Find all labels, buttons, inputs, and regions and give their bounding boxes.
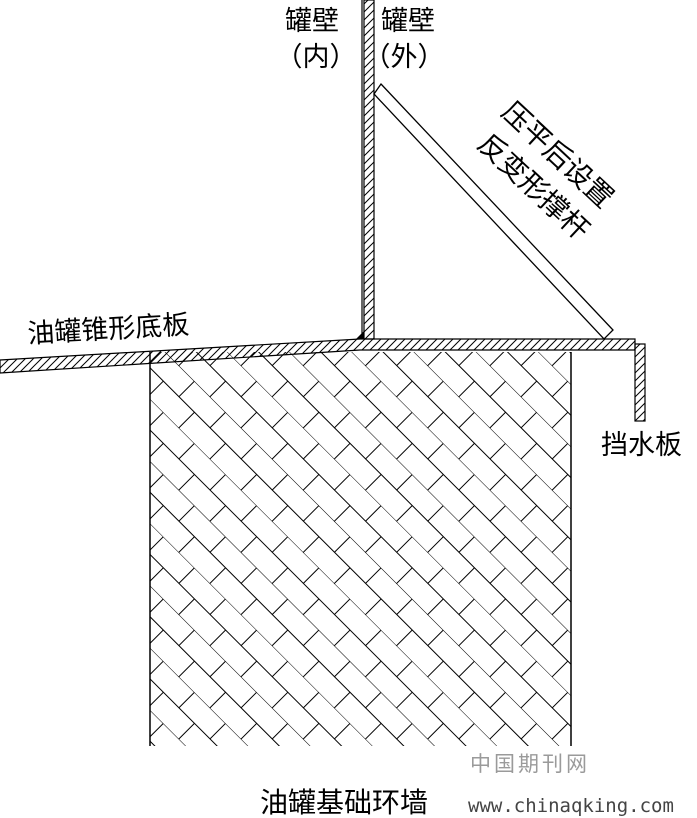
label-foundation: 油罐基础环墙: [260, 786, 428, 818]
label-water-board: 挡水板: [601, 430, 682, 461]
label-wall-inner-line2: （内）: [276, 42, 357, 73]
weld-corner: [356, 331, 364, 339]
watermark-title: 中国期刊网: [470, 752, 590, 776]
water-retaining-board: [634, 343, 646, 422]
label-bottom-plate: 油罐锥形底板: [27, 309, 191, 350]
label-wall-outer-line1: 罐壁: [381, 6, 435, 37]
anti-deformation-strut: [373, 82, 614, 340]
label-wall-inner-line1: 罐壁: [285, 6, 339, 37]
watermark-url: www.chinaqking.com: [468, 795, 674, 817]
foundation-ring-wall: [149, 352, 572, 746]
label-wall-outer-line2: （外）: [364, 42, 445, 73]
tank-wall: [361, 0, 375, 340]
